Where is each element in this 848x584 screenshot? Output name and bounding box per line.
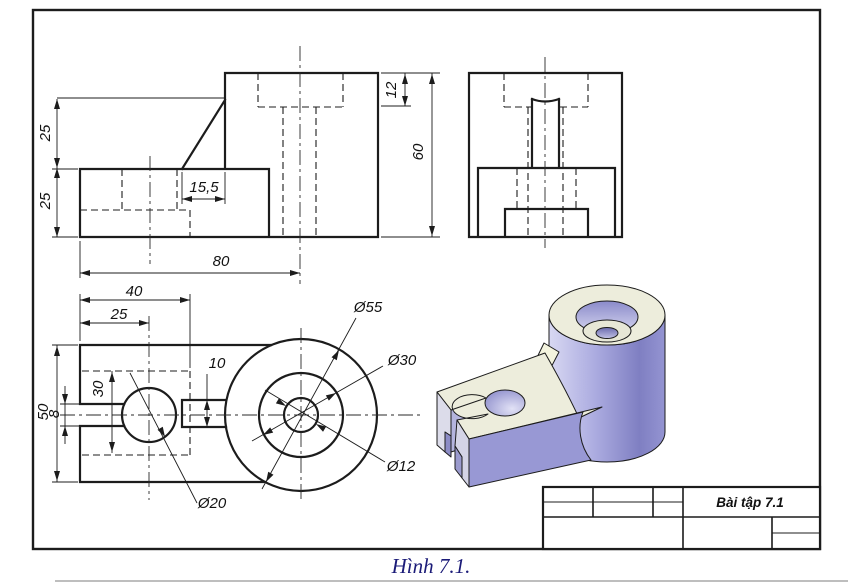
iso-plate-front-face — [468, 411, 592, 488]
side-view — [467, 57, 624, 248]
dim-label-dia12: Ø12 — [386, 458, 416, 475]
top-view-dimension-lines — [52, 294, 386, 504]
iso-near-prong-notch — [454, 445, 463, 479]
top-view-centerlines — [60, 316, 420, 502]
dim-label-15-5: 15,5 — [189, 179, 219, 196]
front-view-dimension-lines — [52, 72, 440, 278]
top-view — [52, 294, 420, 504]
iso-back-prong-notch — [444, 431, 452, 458]
side-view-hidden-lines — [503, 73, 589, 236]
dim-label-25-upper: 25 — [37, 124, 54, 142]
dimension-labels: 25 25 15,5 80 12 60 40 25 50 8 30 10 Ø55… — [35, 81, 427, 512]
dim-label-60: 60 — [410, 143, 427, 160]
front-view-centerlines — [149, 46, 301, 284]
iso-through-hole — [595, 327, 619, 339]
isometric-view — [436, 284, 666, 488]
dim-label-80: 80 — [213, 253, 230, 270]
title-block: Bài tập 7.1 — [541, 485, 822, 551]
dimension-arrows — [54, 74, 435, 482]
dim-label-40: 40 — [126, 283, 143, 300]
title-block-exercise-label: Bài tập 7.1 — [716, 495, 784, 510]
dim-label-dia20: Ø20 — [197, 495, 227, 512]
figure-caption: Hình 7.1. — [391, 554, 471, 578]
dim-label-8: 8 — [46, 409, 63, 418]
dim-label-30: 30 — [90, 380, 107, 397]
sheet-frame — [31, 8, 822, 551]
iso-ball — [484, 389, 526, 417]
front-view-hidden-lines — [80, 73, 344, 237]
dim-label-50: 50 — [35, 403, 52, 420]
dim-label-dia55: Ø55 — [353, 299, 383, 316]
dim-label-12: 12 — [383, 81, 400, 98]
dim-label-25-top-view: 25 — [110, 306, 128, 323]
dim-label-dia30: Ø30 — [387, 352, 417, 369]
front-view — [52, 46, 440, 284]
dim-label-10: 10 — [209, 355, 226, 372]
dim-label-25-lower: 25 — [37, 192, 54, 210]
